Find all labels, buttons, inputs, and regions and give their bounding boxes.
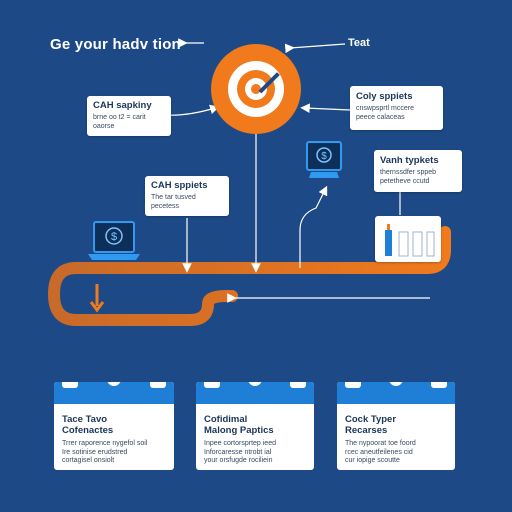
bottom-card-1-title: Cofenactes bbox=[62, 425, 114, 436]
card-top-left: CAH sapkiny brne oo t2 = carit oaorse bbox=[87, 96, 171, 136]
target-label: Teat bbox=[348, 37, 370, 49]
bottom-card-2-title: Malong Paptics bbox=[204, 425, 274, 436]
bottom-card-3-title: Recarses bbox=[345, 425, 388, 436]
bottom-card-3-line: cur iopige scoutte bbox=[345, 457, 400, 464]
card-mid-left-title: CAH sppiets bbox=[151, 180, 208, 191]
bottom-card-2-line: Inpee cortorsprtep ieed bbox=[204, 440, 276, 447]
bar-chart-bar bbox=[385, 230, 392, 256]
connector-target-label bbox=[284, 43, 346, 54]
bottom-card-1-line: Trrer raporence nygefol soil bbox=[62, 440, 148, 447]
card-mid-right: Vanh typkets thernssdfer sppeb petetheve… bbox=[374, 150, 462, 192]
svg-text:$: $ bbox=[111, 231, 117, 243]
card-top-left-line: oaorse bbox=[93, 122, 115, 130]
page-title: Ge your hadv tion bbox=[50, 36, 181, 53]
dollar-icon: $ bbox=[306, 141, 342, 178]
dollar-icon: $ bbox=[88, 221, 140, 260]
card-top-right: Coly sppiets cnswpsprtl mccere peece cal… bbox=[350, 86, 443, 130]
bottom-card-2: Cofidimal Malong Paptics Inpee cortorspr… bbox=[196, 382, 314, 470]
bar-chart-bar bbox=[387, 224, 390, 230]
bar-chart-bar bbox=[426, 231, 435, 257]
card-top-left-line: brne oo t2 = carit bbox=[93, 114, 146, 121]
heart-bird-icon bbox=[246, 382, 264, 388]
card-mid-left-line: The tar tusved bbox=[151, 194, 196, 201]
card-mid-right-title: Vanh typkets bbox=[380, 155, 439, 166]
heart-bird-icon bbox=[387, 382, 405, 388]
bar-chart-bar bbox=[398, 231, 409, 257]
bottom-card-2-title: Cofidimal bbox=[204, 414, 248, 425]
pipe-drop-arrowhead bbox=[89, 301, 105, 313]
card-top-right-title: Coly sppiets bbox=[356, 91, 413, 102]
bar-chart-icon bbox=[385, 224, 435, 257]
card-top-left-title: CAH sapkiny bbox=[93, 100, 152, 111]
bottom-card-3-line: The nypoorat toe foord bbox=[345, 440, 416, 447]
bottom-card-3-title: Cock Typer bbox=[345, 414, 397, 425]
orange-flow-pipe bbox=[48, 226, 451, 326]
bottom-card-1-line: cortagisel onsiolt bbox=[62, 457, 115, 464]
bottom-card-1-line: Ire sotinise erudstred bbox=[62, 448, 128, 456]
card-mid-left-line: pecetess bbox=[151, 202, 180, 210]
bar-chart-card bbox=[375, 216, 441, 262]
bar-chart-bar bbox=[412, 231, 423, 257]
connector-right-monitor bbox=[299, 185, 328, 268]
bottom-card-1: Tace Tavo Cofenactes Trrer raporence nyg… bbox=[54, 382, 174, 470]
bottom-card-2-line: Inforcaresse ntrobt ial bbox=[204, 448, 272, 456]
heart-bird-icon bbox=[105, 382, 123, 388]
connector-top-right bbox=[300, 103, 351, 114]
card-top-right-line: peece calaceas bbox=[356, 113, 405, 121]
card-mid-left: CAH sppiets The tar tusved pecetess bbox=[145, 176, 229, 216]
svg-text:$: $ bbox=[321, 151, 327, 162]
bottom-card-3: Cock Typer Recarses The nypoorat toe foo… bbox=[337, 382, 455, 470]
card-top-right-line: cnswpsprtl mccere bbox=[356, 105, 414, 112]
target-icon bbox=[211, 44, 301, 134]
card-mid-right-line: petetheve ccutd bbox=[380, 177, 430, 185]
card-mid-right-line: thernssdfer sppeb bbox=[380, 169, 437, 176]
bottom-card-2-line: your orsfugde rociliein bbox=[204, 457, 273, 464]
bottom-card-3-line: rcec aneutfeilenes cid bbox=[345, 448, 413, 456]
bottom-card-1-title: Tace Tavo bbox=[62, 414, 108, 425]
